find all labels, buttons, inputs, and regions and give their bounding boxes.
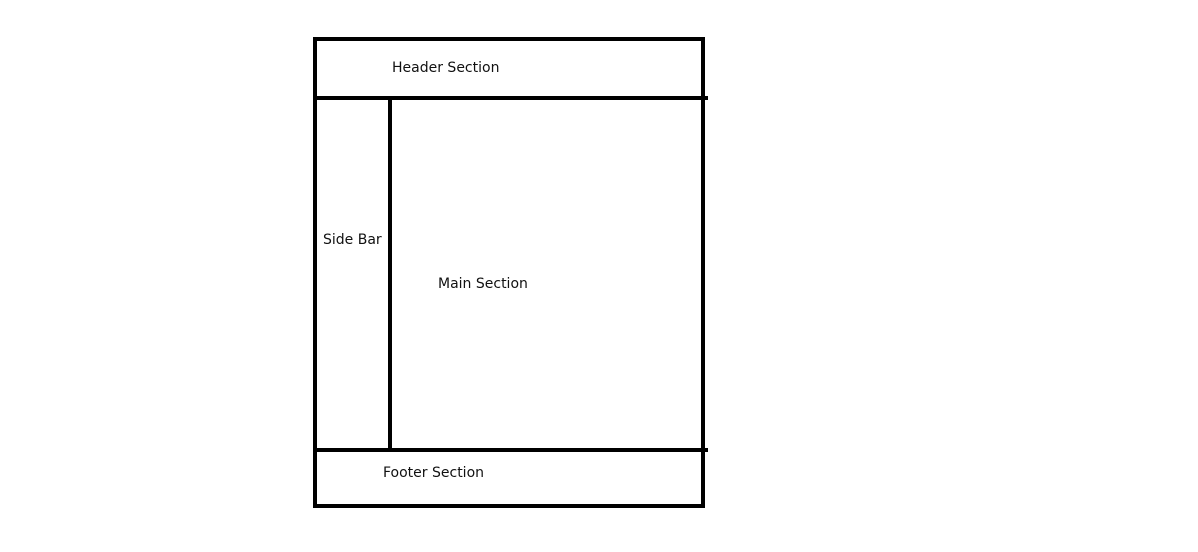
header-divider-line — [313, 96, 708, 100]
footer-section-label: Footer Section — [383, 465, 485, 481]
main-section-label: Main Section — [438, 276, 528, 292]
sidebar-divider-line — [388, 98, 392, 450]
sidebar-label: Side Bar — [323, 232, 382, 248]
footer-divider-line — [313, 448, 708, 452]
layout-wireframe — [313, 37, 705, 508]
header-section-label: Header Section — [392, 60, 500, 76]
